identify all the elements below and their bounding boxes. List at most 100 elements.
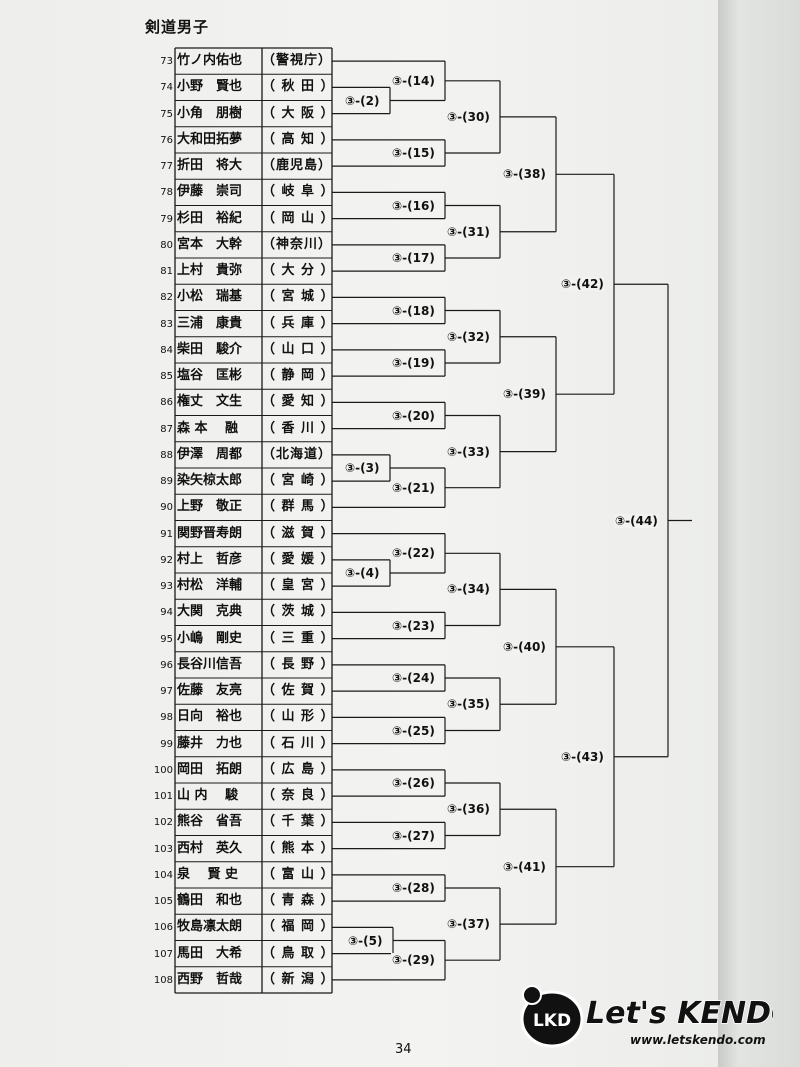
match-label: ③-(43) [560,749,605,764]
player-prefecture: （ 秋 田 ） [262,79,335,95]
player-prefecture: （ 皇 宮 ） [262,578,335,593]
match-label: ③-(19) [391,356,436,370]
player-prefecture: （ 新 潟 ） [262,971,335,987]
player-name: 塩谷 匡彬 [177,368,243,383]
match-label: ③-(27) [391,828,436,843]
entry-number: 88 [160,449,173,461]
match-label: ③-(41) [502,859,547,874]
entry-number: 107 [153,948,173,960]
entry-number: 105 [153,896,173,907]
player-prefecture: （ 長 野 ） [262,656,335,672]
player-prefecture: （ 愛 媛 ） [262,551,335,567]
entry-number: 73 [160,56,173,67]
page-title: 剣道男子 [145,18,210,36]
match-label: ③-(44) [614,513,659,528]
entry-number: 100 [153,764,173,776]
entry-number: 98 [160,712,173,724]
entry-number: 104 [153,869,173,881]
entry-number: 94 [160,607,173,619]
match-label: ③-(24) [391,671,436,685]
player-name: 村松 洋輔 [177,578,243,593]
player-prefecture: （警視庁） [262,53,333,68]
entry-number: 79 [160,213,173,225]
player-prefecture: （ 富 山 ） [262,866,335,882]
player-prefecture: （ 大 阪 ） [262,105,335,121]
match-label: ③-(23) [391,618,436,633]
match-label: ③-(15) [391,146,436,160]
entry-number: 106 [153,922,173,934]
entry-number: 74 [160,82,173,94]
logo-url: www.letskendo.com [630,1033,766,1047]
player-prefecture: （ 香 川 ） [262,420,335,436]
player-name: 鶴田 和也 [177,893,243,908]
match-label: ③-(34) [446,582,491,597]
player-name: 関野晋寿朗 [177,525,243,541]
entry-number: 103 [153,843,173,855]
logo-wordmark: Let's KENDO! [586,996,773,1031]
entry-number: 108 [153,974,173,986]
match-label: ③-(39) [502,387,547,402]
match-label: ③-(21) [391,480,436,495]
player-name: 小角 朋樹 [177,105,243,121]
player-prefecture: （ 山 口 ） [262,341,335,357]
player-prefecture: （ 広 島 ） [262,761,335,777]
player-prefecture: （ 石 川 ） [262,735,335,751]
player-name: 小松 瑞基 [177,289,243,305]
player-name: 上野 敬正 [177,499,243,515]
player-name: 大和田拓夢 [177,131,243,147]
match-label: ③-(32) [446,329,491,344]
player-prefecture: （ 愛 知 ） [262,394,335,410]
player-name: 佐藤 友亮 [177,683,243,698]
player-prefecture: （ 青 森 ） [262,893,335,908]
entry-number: 80 [160,239,173,251]
player-prefecture: （ 鳥 取 ） [262,945,335,961]
player-name: 折田 将大 [177,158,243,173]
entry-number: 86 [160,397,173,409]
match-label: ③-(22) [391,546,436,561]
player-name: 森 本 融 [177,420,239,436]
adjacent-page-edge [718,0,800,1067]
player-prefecture: （ 熊 本 ） [262,840,335,856]
entry-number: 76 [160,134,173,146]
player-name: 岡田 拓朗 [177,761,243,777]
player-prefecture: （ 千 葉 ） [262,814,335,830]
page-number: 34 [395,1042,412,1057]
entry-number: 77 [160,161,173,172]
match-label: ③-(14) [391,73,436,88]
player-name: 村上 哲彦 [177,551,243,567]
player-prefecture: （神奈川） [262,236,333,252]
player-prefecture: （ 岐 阜 ） [262,184,335,200]
match-label: ③-(28) [391,881,436,895]
player-name: 西野 哲哉 [177,971,243,987]
match-label: ③-(4) [344,566,381,580]
player-prefecture: （ 福 岡 ） [262,919,335,935]
match-label: ③-(31) [446,224,491,239]
tournament-bracket [174,47,692,994]
player-name: 牧島凛太朗 [177,919,243,935]
player-prefecture: （ 高 知 ） [262,131,335,147]
player-prefecture: （ 三 重 ） [262,630,335,646]
player-prefecture: （ 宮 崎 ） [262,473,335,488]
player-name: 日向 裕也 [177,709,243,725]
player-prefecture: （鹿児島） [262,158,333,173]
player-prefecture: （ 静 岡 ） [262,368,335,383]
player-name: 長谷川信吾 [177,656,243,672]
player-prefecture: （ 宮 城 ） [262,289,335,305]
player-prefecture: （ 群 馬 ） [262,499,335,515]
match-label: ③-(36) [446,802,491,817]
letskendo-logo: LKD Let's KENDO! www.letskendo.com [520,985,773,1048]
entry-number: 75 [160,108,173,120]
entry-number: 78 [160,187,173,199]
match-label: ③-(26) [391,776,436,790]
player-prefecture: （ 茨 城 ） [262,604,335,620]
player-name: 大関 克典 [177,604,243,620]
entry-number: 84 [160,344,173,356]
player-name: 泉 賢 史 [177,866,239,882]
player-name: 上村 貴弥 [177,263,243,278]
match-label: ③-(37) [446,917,491,932]
entry-number: 89 [160,476,173,487]
player-name: 馬田 大希 [177,945,243,961]
player-name: 柴田 駿介 [177,341,243,357]
player-name: 小野 賢也 [177,79,243,95]
player-prefecture: （ 奈 良 ） [262,788,335,803]
